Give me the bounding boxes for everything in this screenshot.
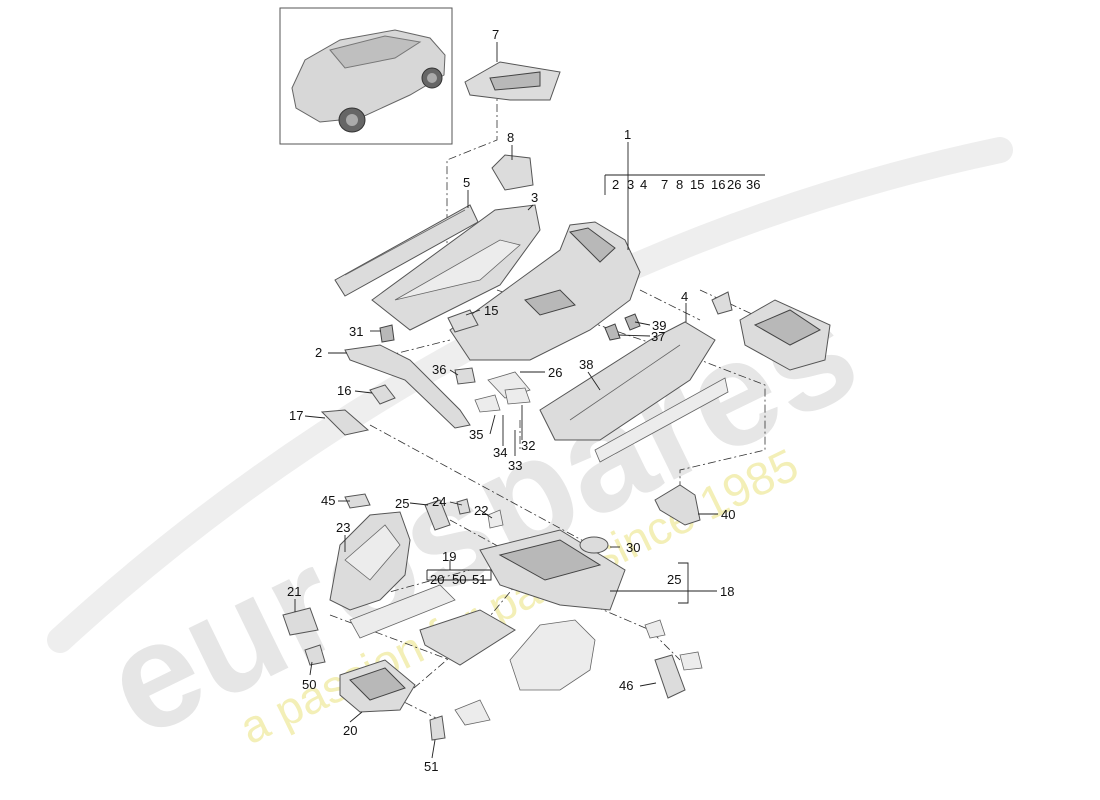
callout-21: 21 (287, 584, 301, 599)
callout-7: 7 (492, 27, 499, 42)
parts (282, 61, 831, 741)
callout-51: 51 (424, 759, 438, 774)
bracket-1-item-0: 2 (612, 177, 619, 192)
bracket-1: 2 3 4 7 8 15 16 26 36 (612, 177, 760, 192)
callout-30: 30 (626, 540, 640, 555)
bracket-19-item-2: 51 (472, 572, 486, 587)
bracket-19-item-0: 20 (430, 572, 444, 587)
callout-34: 34 (493, 445, 507, 460)
bracket-1-item-6: 16 (711, 177, 725, 192)
bracket-1-item-5: 15 (690, 177, 704, 192)
callout-31: 31 (349, 324, 363, 339)
callout-20: 20 (343, 723, 357, 738)
bracket-1-item-7: 26 (727, 177, 741, 192)
callout-16: 16 (337, 383, 351, 398)
callout-39: 39 (652, 318, 666, 333)
bracket-1-item-4: 8 (676, 177, 683, 192)
callout-18: 18 (720, 584, 734, 599)
callout-25b: 25 (667, 572, 681, 587)
part-8-shape (491, 154, 534, 191)
callout-3: 3 (531, 190, 538, 205)
part-1-shape (449, 221, 641, 361)
callout-38: 38 (579, 357, 593, 372)
callout-8: 8 (507, 130, 514, 145)
callout-33: 33 (508, 458, 522, 473)
callout-17: 17 (289, 408, 303, 423)
callout-leaders (294, 42, 765, 759)
callout-23: 23 (336, 520, 350, 535)
callout-4: 4 (681, 289, 688, 304)
bracket-1-item-3: 7 (661, 177, 668, 192)
callout-25a: 25 (395, 496, 409, 511)
callout-50: 50 (302, 677, 316, 692)
callout-5: 5 (463, 175, 470, 190)
callout-32: 32 (521, 438, 535, 453)
callout-1: 1 (624, 127, 631, 142)
callout-35: 35 (469, 427, 483, 442)
callout-19: 19 (442, 549, 456, 564)
callout-45: 45 (321, 493, 335, 508)
callout-40: 40 (721, 507, 735, 522)
bracket-1-item-1: 3 (627, 177, 634, 192)
callout-26: 26 (548, 365, 562, 380)
bracket-1-item-2: 4 (640, 177, 647, 192)
callout-37: 37 (651, 329, 665, 344)
bracket-19: 20 50 51 (430, 572, 486, 587)
callout-46: 46 (619, 678, 633, 693)
part-2-shape (344, 344, 471, 429)
bracket-1-item-8: 36 (746, 177, 760, 192)
bracket-19-item-1: 50 (452, 572, 466, 587)
callout-2: 2 (315, 345, 322, 360)
callout-22: 22 (474, 503, 488, 518)
callout-labels: 1 2 3 4 5 7 8 15 16 17 18 19 20 21 22 23… (287, 27, 735, 774)
callout-15: 15 (484, 303, 498, 318)
callout-36: 36 (432, 362, 446, 377)
callout-24: 24 (432, 494, 446, 509)
car-thumbnail-icon (279, 7, 453, 145)
